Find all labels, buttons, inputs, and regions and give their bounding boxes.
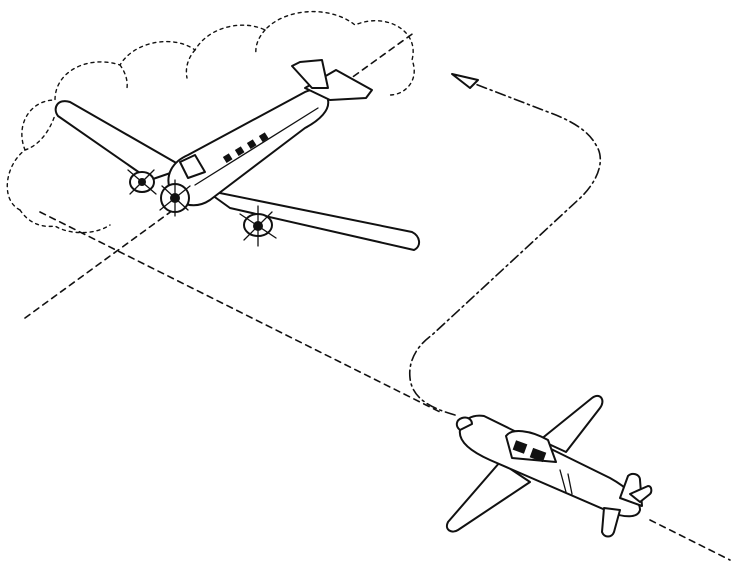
large-aircraft-left-wing <box>54 100 186 181</box>
large-aircraft-path <box>24 204 181 319</box>
small-aircraft-heading-line-tail <box>649 519 731 561</box>
cloud-bottom <box>19 209 111 234</box>
large-aircraft-horizontal-stabilizer <box>304 69 373 101</box>
large-aircraft-left-propeller <box>127 169 157 195</box>
cloud-outline-inner <box>24 29 266 151</box>
direction-arrowhead <box>451 73 479 89</box>
small-aircraft <box>446 394 653 538</box>
large-aircraft-windshield <box>179 154 206 179</box>
small-aircraft-horizontal-stabilizer <box>601 507 621 538</box>
large-aircraft-cabin-windows <box>222 132 269 163</box>
small-aircraft-window-rear <box>529 447 547 463</box>
small-aircraft-upper-stabilizer <box>629 485 653 503</box>
large-aircraft-right-wing <box>204 189 420 251</box>
large-aircraft-fuselage-stripe <box>194 107 319 186</box>
small-aircraft-heading-line <box>39 211 441 413</box>
small-aircraft-maneuver-path <box>408 81 602 416</box>
small-aircraft-upper-wing <box>539 394 604 453</box>
large-aircraft-vertical-fin <box>291 59 329 89</box>
large-aircraft <box>54 59 420 251</box>
small-aircraft-window-front <box>512 440 528 454</box>
small-aircraft-spinner <box>455 416 473 431</box>
small-aircraft-lower-wing <box>446 461 531 533</box>
large-aircraft-right-propeller <box>239 205 277 247</box>
small-aircraft-door <box>559 469 573 495</box>
large-aircraft-nose-propeller <box>159 179 191 217</box>
small-aircraft-fuselage <box>458 414 641 518</box>
large-aircraft-fuselage <box>167 88 330 207</box>
